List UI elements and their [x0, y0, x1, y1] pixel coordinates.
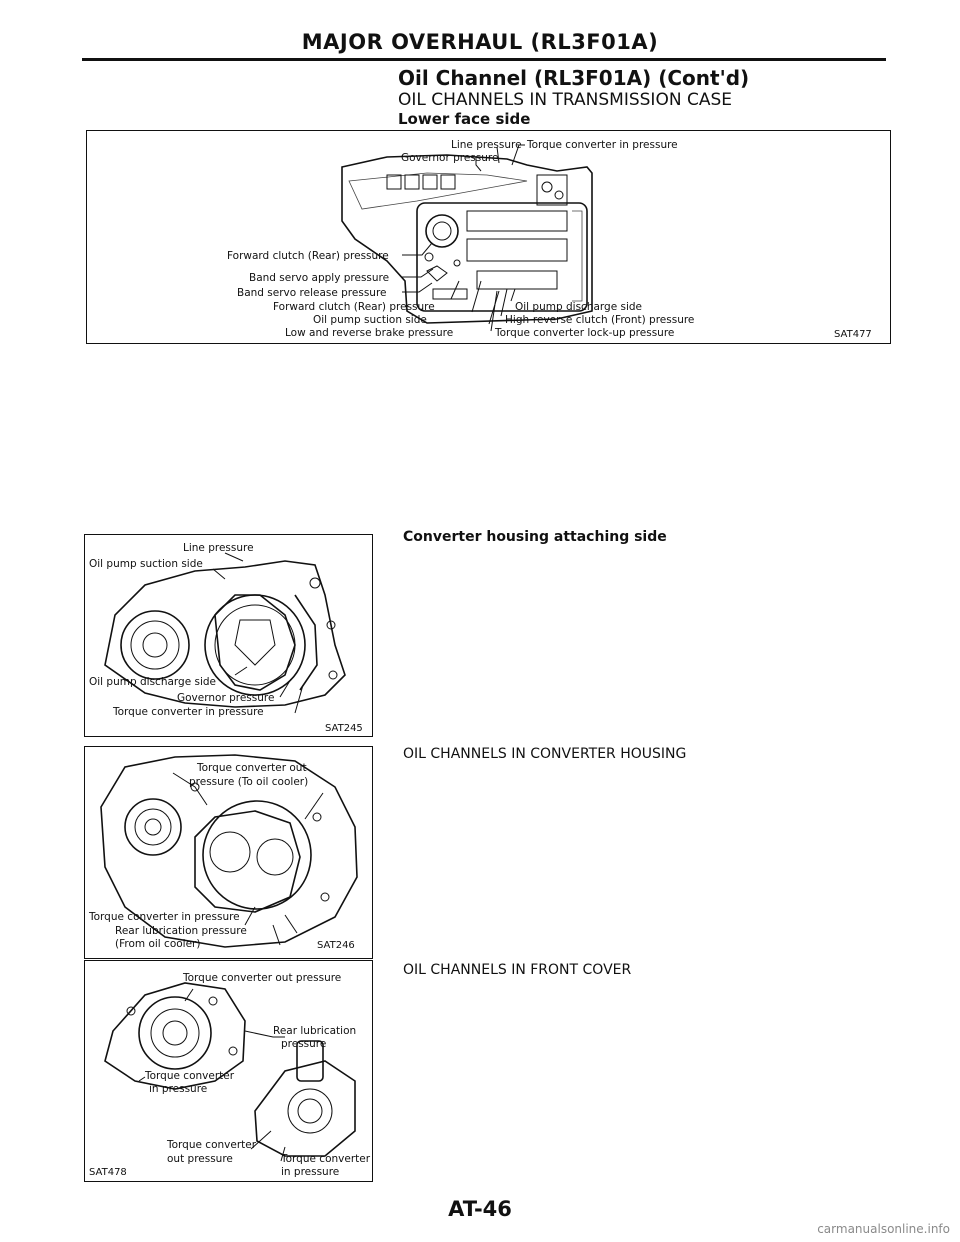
label-rear-lub-1: Rear lubrication [273, 1025, 356, 1037]
label-tc-in-b1: Torque converter [280, 1153, 371, 1165]
label-line-pressure: Line pressure [451, 139, 522, 151]
label-tc-out-1: Torque converter out [196, 762, 307, 774]
label-tc-out-b2: out pressure [167, 1153, 233, 1165]
label-rear-lub-2: pressure [281, 1038, 326, 1050]
label-oil-pump-discharge: Oil pump discharge side [89, 676, 216, 688]
label-tc-in-2: in pressure [149, 1083, 207, 1095]
figure-code: SAT477 [834, 329, 872, 340]
watermark: carmanualsonline.info [817, 1222, 950, 1236]
label-torque-converter-in: Torque converter in pressure [526, 139, 678, 151]
label-tc-in-1: Torque converter [144, 1070, 235, 1082]
label-line-pressure: Line pressure [183, 542, 254, 554]
label-high-reverse-clutch: High-reverse clutch (Front) pressure [505, 314, 694, 326]
label-band-servo-apply: Band servo apply pressure [249, 272, 389, 284]
caption-converter-housing-attaching: Converter housing attaching side [403, 529, 667, 545]
subsection-heading: Lower face side [398, 110, 531, 128]
label-torque-converter-in: Torque converter in pressure [112, 706, 264, 718]
section-title: Oil Channel (RL3F01A) (Cont'd) [398, 66, 750, 90]
label-oil-pump-suction: Oil pump suction side [313, 314, 427, 326]
converter-housing-attaching-diagram: Line pressure Oil pump suction side Oil … [89, 542, 363, 734]
label-tc-out-top: Torque converter out pressure [182, 972, 341, 984]
caption-front-cover: OIL CHANNELS IN FRONT COVER [403, 962, 632, 978]
figure-sat246: Torque converter out pressure (To oil co… [84, 746, 373, 959]
label-oil-pump-discharge: Oil pump discharge side [515, 301, 642, 313]
page-header-title: MAJOR OVERHAUL (RL3F01A) [301, 30, 659, 54]
label-rear-lub-2: (From oil cooler) [115, 938, 200, 950]
caption-converter-housing: OIL CHANNELS IN CONVERTER HOUSING [403, 746, 687, 762]
label-governor-pressure: Governor pressure [401, 152, 498, 164]
label-forward-clutch-rear-1: Forward clutch (Rear) pressure [227, 250, 389, 262]
label-forward-clutch-rear-2: Forward clutch (Rear) pressure [273, 301, 435, 313]
label-band-servo-release: Band servo release pressure [237, 287, 387, 299]
figure-sat478: Torque converter out pressure Rear lubri… [84, 960, 373, 1182]
label-torque-lockup: Torque converter lock-up pressure [494, 327, 674, 339]
figure-sat477: Line pressure Governor pressure Torque c… [86, 130, 891, 344]
label-rear-lub-1: Rear lubrication pressure [115, 925, 247, 937]
label-tc-out-2: pressure (To oil cooler) [189, 776, 308, 788]
figure-code: SAT245 [325, 723, 363, 734]
converter-housing-channels-diagram: Torque converter out pressure (To oil co… [88, 754, 358, 951]
front-cover-diagram: Torque converter out pressure Rear lubri… [89, 972, 371, 1178]
transmission-case-diagram: Line pressure Governor pressure Torque c… [227, 139, 872, 340]
header-rule [82, 58, 886, 61]
page-number: AT-46 [448, 1197, 512, 1221]
label-low-reverse-brake: Low and reverse brake pressure [285, 327, 453, 339]
label-tc-in: Torque converter in pressure [88, 911, 240, 923]
figure-code: SAT478 [89, 1167, 127, 1178]
label-tc-out-b1: Torque converter [166, 1139, 257, 1151]
section-heading: OIL CHANNELS IN TRANSMISSION CASE [398, 90, 732, 110]
figure-code: SAT246 [317, 940, 355, 951]
label-oil-pump-suction: Oil pump suction side [89, 558, 203, 570]
label-tc-in-b2: in pressure [281, 1166, 339, 1178]
figure-sat245: Line pressure Oil pump suction side Oil … [84, 534, 373, 737]
label-governor-pressure: Governor pressure [177, 692, 274, 704]
